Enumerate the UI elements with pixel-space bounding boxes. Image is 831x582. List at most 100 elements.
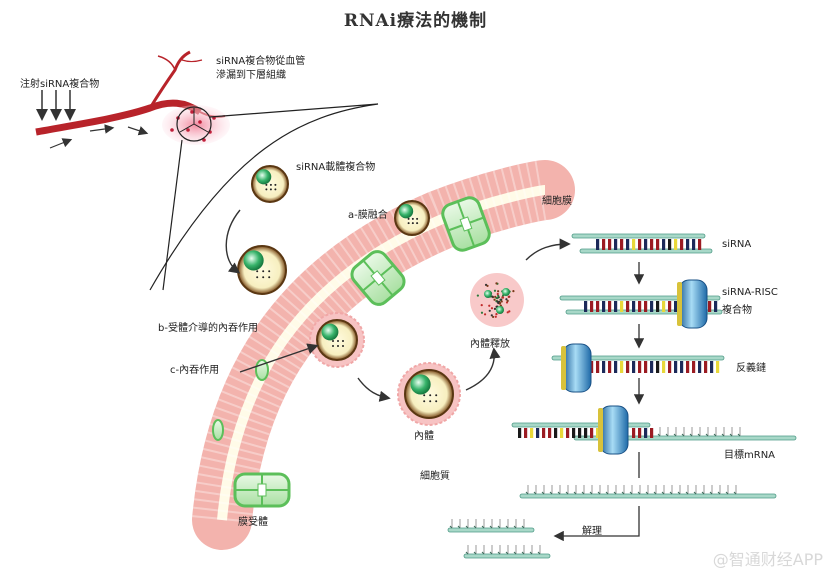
base-pair: [620, 239, 623, 250]
release-particle: [501, 300, 503, 302]
particle-dot: [190, 110, 194, 114]
base-pair: [716, 361, 719, 373]
risc-body: [600, 406, 628, 454]
base-pair: [650, 428, 653, 438]
risc-rim: [677, 282, 682, 326]
release-particle: [491, 307, 493, 309]
risc-body: [679, 280, 707, 328]
base-pair: [584, 301, 587, 312]
base-pair: [674, 239, 677, 250]
guide-strand: [512, 423, 650, 427]
sirna-dot: [408, 218, 410, 220]
base-pair: [638, 361, 641, 373]
release-particle: [512, 290, 514, 292]
release-particle: [497, 301, 499, 303]
sirna-dot: [270, 184, 272, 186]
receptor-bump: [213, 420, 223, 440]
label-membrane-receptor: 膜受體: [238, 513, 268, 528]
carrier-complex-endocytosing: [310, 313, 364, 367]
base-pair: [626, 301, 629, 312]
fragment-strand: [464, 554, 550, 558]
cell-membrane: [222, 190, 545, 520]
base-pair: [644, 301, 647, 312]
label-risc-line1: siRNA-RISC: [722, 287, 778, 298]
sirna-dot: [332, 345, 334, 347]
base-pair: [686, 361, 689, 373]
antisense-risc: [552, 344, 724, 392]
release-particle: [499, 302, 501, 304]
base-pair: [524, 428, 527, 438]
base-pair: [614, 239, 617, 250]
label-cell-membrane: 細胞膜: [542, 192, 572, 207]
particle-dot: [198, 120, 202, 124]
carrier-complex-fusing: [395, 201, 429, 235]
base-pair: [602, 361, 605, 373]
base-pair: [686, 239, 689, 250]
label-receptor-endocytosis: b-受體介導的內吞作用: [158, 319, 258, 334]
base-pair: [608, 361, 611, 373]
sirna-risc-complex: [560, 280, 722, 328]
risc-protein: [677, 280, 707, 328]
sirna-dot: [408, 222, 410, 224]
base-pair: [708, 301, 711, 312]
label-degradation: 解理: [582, 522, 602, 537]
sirna-dot: [268, 270, 270, 272]
base-pair: [680, 361, 683, 373]
base-pair: [656, 301, 659, 312]
base-pair: [596, 301, 599, 312]
base-pair: [554, 428, 557, 438]
release-particle: [495, 316, 497, 318]
base-pair: [692, 239, 695, 250]
carrier-complex-free: [252, 166, 288, 202]
base-pair: [638, 428, 641, 438]
base-pair: [710, 361, 713, 373]
release-particle: [507, 300, 509, 302]
particle-dot: [186, 128, 190, 132]
release-particle: [508, 296, 510, 298]
base-pair: [530, 428, 533, 438]
sirna-dot: [435, 394, 437, 396]
base-pair: [668, 239, 671, 250]
release-particle: [489, 310, 491, 312]
release-particle: [481, 312, 483, 314]
base-pair: [632, 239, 635, 250]
release-particle: [484, 313, 486, 315]
base-pair: [668, 361, 671, 373]
sirna-dot: [412, 222, 414, 224]
base-pair: [614, 361, 617, 373]
carrier-complex-receptor: [238, 246, 286, 294]
base-pair: [566, 428, 569, 438]
sirna-dot: [416, 218, 418, 220]
base-pair: [632, 301, 635, 312]
sirna-dot: [342, 345, 344, 347]
sirna-dot: [262, 276, 264, 278]
release-particle: [488, 305, 490, 307]
base-pair: [608, 239, 611, 250]
sirna-dot: [435, 400, 437, 402]
base-pair: [656, 239, 659, 250]
base-pair: [644, 428, 647, 438]
release-particle: [486, 285, 488, 287]
release-particle: [492, 316, 494, 318]
base-pair: [632, 428, 635, 438]
base-pair: [638, 301, 641, 312]
release-particle: [497, 295, 499, 297]
base-pair: [626, 239, 629, 250]
risc-rim: [598, 408, 603, 452]
curved-arrow-icon: [466, 350, 494, 390]
sirna-dot: [429, 400, 431, 402]
vesicle-body: [317, 320, 357, 360]
diagram-title: RNAi療法的機制: [0, 6, 831, 31]
base-pair: [632, 361, 635, 373]
curved-arrow-icon: [226, 210, 240, 272]
vesicle-cap: [244, 250, 264, 270]
base-pair: [620, 301, 623, 312]
sense-strand: [572, 234, 705, 238]
release-particle: [493, 299, 495, 301]
fragment-strand: [448, 528, 534, 532]
release-particle: [500, 298, 502, 300]
base-pair: [536, 428, 539, 438]
base-pair: [620, 361, 623, 373]
label-sirna: siRNA: [722, 239, 751, 250]
particle-dot: [170, 128, 174, 132]
